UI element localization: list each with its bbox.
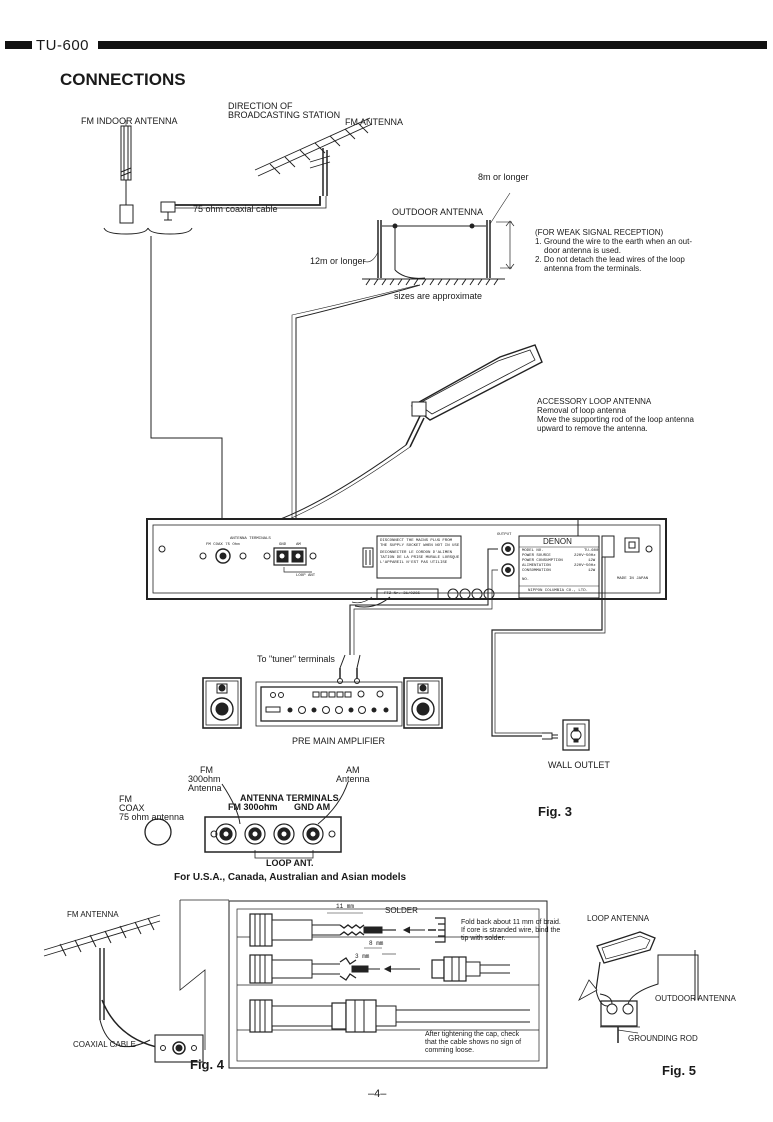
inset-antenna-terminals: ANTENNA TERMINALS xyxy=(240,793,339,803)
output-cables xyxy=(337,548,498,684)
label-fm300-2: 300ohm xyxy=(188,774,221,784)
fig4-solder: SOLDER xyxy=(385,906,418,915)
weak-signal-1a: 1. Ground the wire to the earth when an … xyxy=(535,237,692,246)
panel-am: AM xyxy=(296,543,301,547)
panel-no: NO. xyxy=(522,578,530,582)
fig4-dim-8: 8 mm xyxy=(369,940,384,947)
label-fm-antenna: FM ANTENNA xyxy=(345,117,404,127)
label-fmcoax-3: 75 ohm antenna xyxy=(119,812,185,822)
panel-warning-2: THE SUPPLY SOCKET WHEN NOT IN USE xyxy=(380,544,460,548)
inset-fm300: FM 300ohm xyxy=(228,802,278,812)
panel-made-in: MADE IN JAPAN xyxy=(617,577,649,581)
fm-indoor-antenna-drawing xyxy=(103,125,193,235)
panel-maker: NIPPON COLUMBIA CO., LTD. xyxy=(528,589,589,593)
panel-power-cons: POWER CONSUMPTION xyxy=(522,559,563,563)
fig4-label: Fig. 4 xyxy=(190,1057,224,1072)
inset-loop-ant: LOOP ANT. xyxy=(266,858,314,868)
label-12m: 12m or longer xyxy=(310,256,366,266)
fig4-after-3: comming loose. xyxy=(425,1047,475,1054)
panel-power-source: POWER SOURCE xyxy=(522,554,551,558)
label-pre-main: PRE MAIN AMPLIFIER xyxy=(292,736,386,746)
panel-alimentation-val: 220V~50Hz xyxy=(574,564,596,568)
fig4-drawing xyxy=(43,899,548,1069)
fig5-label: Fig. 5 xyxy=(662,1063,696,1078)
panel-warning-5: L'APPAREIL N'EST PAS UTILISE xyxy=(380,561,448,565)
panel-model-no: MODEL NO. xyxy=(522,549,544,553)
panel-warning-1: DISCONNECT THE MAINS PLUG FROM xyxy=(380,539,453,543)
fig4-fm-antenna: FM ANTENNA xyxy=(67,910,119,919)
weak-signal-1b: door antenna is used. xyxy=(544,246,621,255)
fig4-fold-2: If core is stranded wire, bind the xyxy=(461,927,561,934)
fig3-label: Fig. 3 xyxy=(538,804,572,819)
panel-loop-ant: LOOP ANT xyxy=(296,574,316,578)
label-outdoor-antenna: OUTDOOR ANTENNA xyxy=(392,207,484,217)
fig4-dim-11: 11 mm xyxy=(336,903,355,910)
models-caption: For U.S.A., Canada, Australian and Asian… xyxy=(174,872,407,883)
section-title: CONNECTIONS xyxy=(60,70,186,89)
weak-signal-2a: 2. Do not detach the lead wires of the l… xyxy=(535,255,685,264)
panel-consommation: CONSOMMATION xyxy=(522,569,551,573)
panel-model-val: TU-600 xyxy=(584,549,599,553)
panel-antenna-terminals: ANTENNA TERMINALS xyxy=(230,537,271,541)
panel-gnd: GND xyxy=(279,543,287,547)
loop-line3: Move the supporting rod of the loop ante… xyxy=(537,415,694,424)
wire-runs xyxy=(150,236,421,562)
panel-alimentation: ALIMENTATION xyxy=(522,564,551,568)
fig4-after-2: that the cable shows no sign of xyxy=(425,1039,522,1046)
label-direction-2: BROADCASTING STATION xyxy=(228,110,341,120)
outdoor-antenna-drawing xyxy=(362,192,515,286)
fig4-after-1: After tightening the cap, check xyxy=(425,1031,520,1038)
panel-consommation-val: 12W xyxy=(588,569,596,573)
fig5-grounding-rod: GROUNDING ROD xyxy=(628,1034,698,1043)
loop-title: ACCESSORY LOOP ANTENNA xyxy=(537,397,652,406)
tuner-rear-panel xyxy=(146,518,667,740)
panel-ftz: FTZ Nr. 31/0285 xyxy=(384,592,421,596)
fig4-fold-1: Fold back about 11 mm of braid. xyxy=(461,919,561,926)
inset-gndam: GND AM xyxy=(294,802,331,812)
model-title: TU-600 xyxy=(36,37,90,54)
wall-outlet-drawing xyxy=(562,719,590,751)
panel-output: OUTPUT xyxy=(497,533,512,537)
loop-antenna-drawing xyxy=(277,344,543,562)
panel-power-cons-val: 12W xyxy=(588,559,596,563)
fig5-outdoor-antenna: OUTDOOR ANTENNA xyxy=(655,994,736,1003)
header-title-box xyxy=(32,37,98,53)
coax-cable-lines xyxy=(160,196,327,221)
label-direction-1: DIRECTION OF xyxy=(228,101,293,111)
panel-warning-3: DECONNECTER LE CORDON D'ALIMEN xyxy=(380,551,453,555)
fig4-fold-3: tip with solder. xyxy=(461,935,506,942)
fig5-loop-antenna: LOOP ANTENNA xyxy=(587,914,650,923)
label-fmcoax-2: COAX xyxy=(119,803,145,813)
page-number: –4– xyxy=(368,1088,387,1100)
label-fm-indoor-antenna: FM INDOOR ANTENNA xyxy=(81,116,178,126)
panel-warning-4: TATION DE LA PRISE MURALE LORSQUE xyxy=(380,556,460,560)
label-8m: 8m or longer xyxy=(478,172,529,182)
weak-signal-2b: antenna from the terminals. xyxy=(544,264,642,273)
loop-line4: upward to remove the antenna. xyxy=(537,424,648,433)
weak-signal-title: (FOR WEAK SIGNAL RECEPTION) xyxy=(535,228,664,237)
label-fmcoax-1: FM xyxy=(119,794,132,804)
label-fm300-1: FM xyxy=(200,765,213,775)
fig4-coaxial-cable: COAXIAL CABLE xyxy=(73,1040,136,1049)
label-sizes: sizes are approximate xyxy=(394,291,483,301)
label-am-2: Antenna xyxy=(336,774,370,784)
fm-yagi-antenna-drawing xyxy=(254,117,373,196)
panel-brand: DENON xyxy=(543,537,572,546)
loop-line2: Removal of loop antenna xyxy=(537,406,626,415)
label-to-tuner: To "tuner" terminals xyxy=(257,654,335,664)
fig4-dim-3: 3 mm xyxy=(355,953,370,960)
amplifier-drawing xyxy=(202,677,443,729)
terminal-inset-drawing xyxy=(144,781,349,859)
panel-fm-coax: FM COAX 75 Ohm xyxy=(206,543,240,547)
label-fm300-3: Antenna xyxy=(188,783,222,793)
label-am-1: AM xyxy=(346,765,360,775)
label-coax-cable: 75 ohm coaxial cable xyxy=(193,204,278,214)
fig5-drawing xyxy=(578,931,699,1043)
panel-power-source-val: 220V~50Hz xyxy=(574,554,596,558)
label-wall-outlet: WALL OUTLET xyxy=(548,760,610,770)
header-bar xyxy=(5,41,767,49)
